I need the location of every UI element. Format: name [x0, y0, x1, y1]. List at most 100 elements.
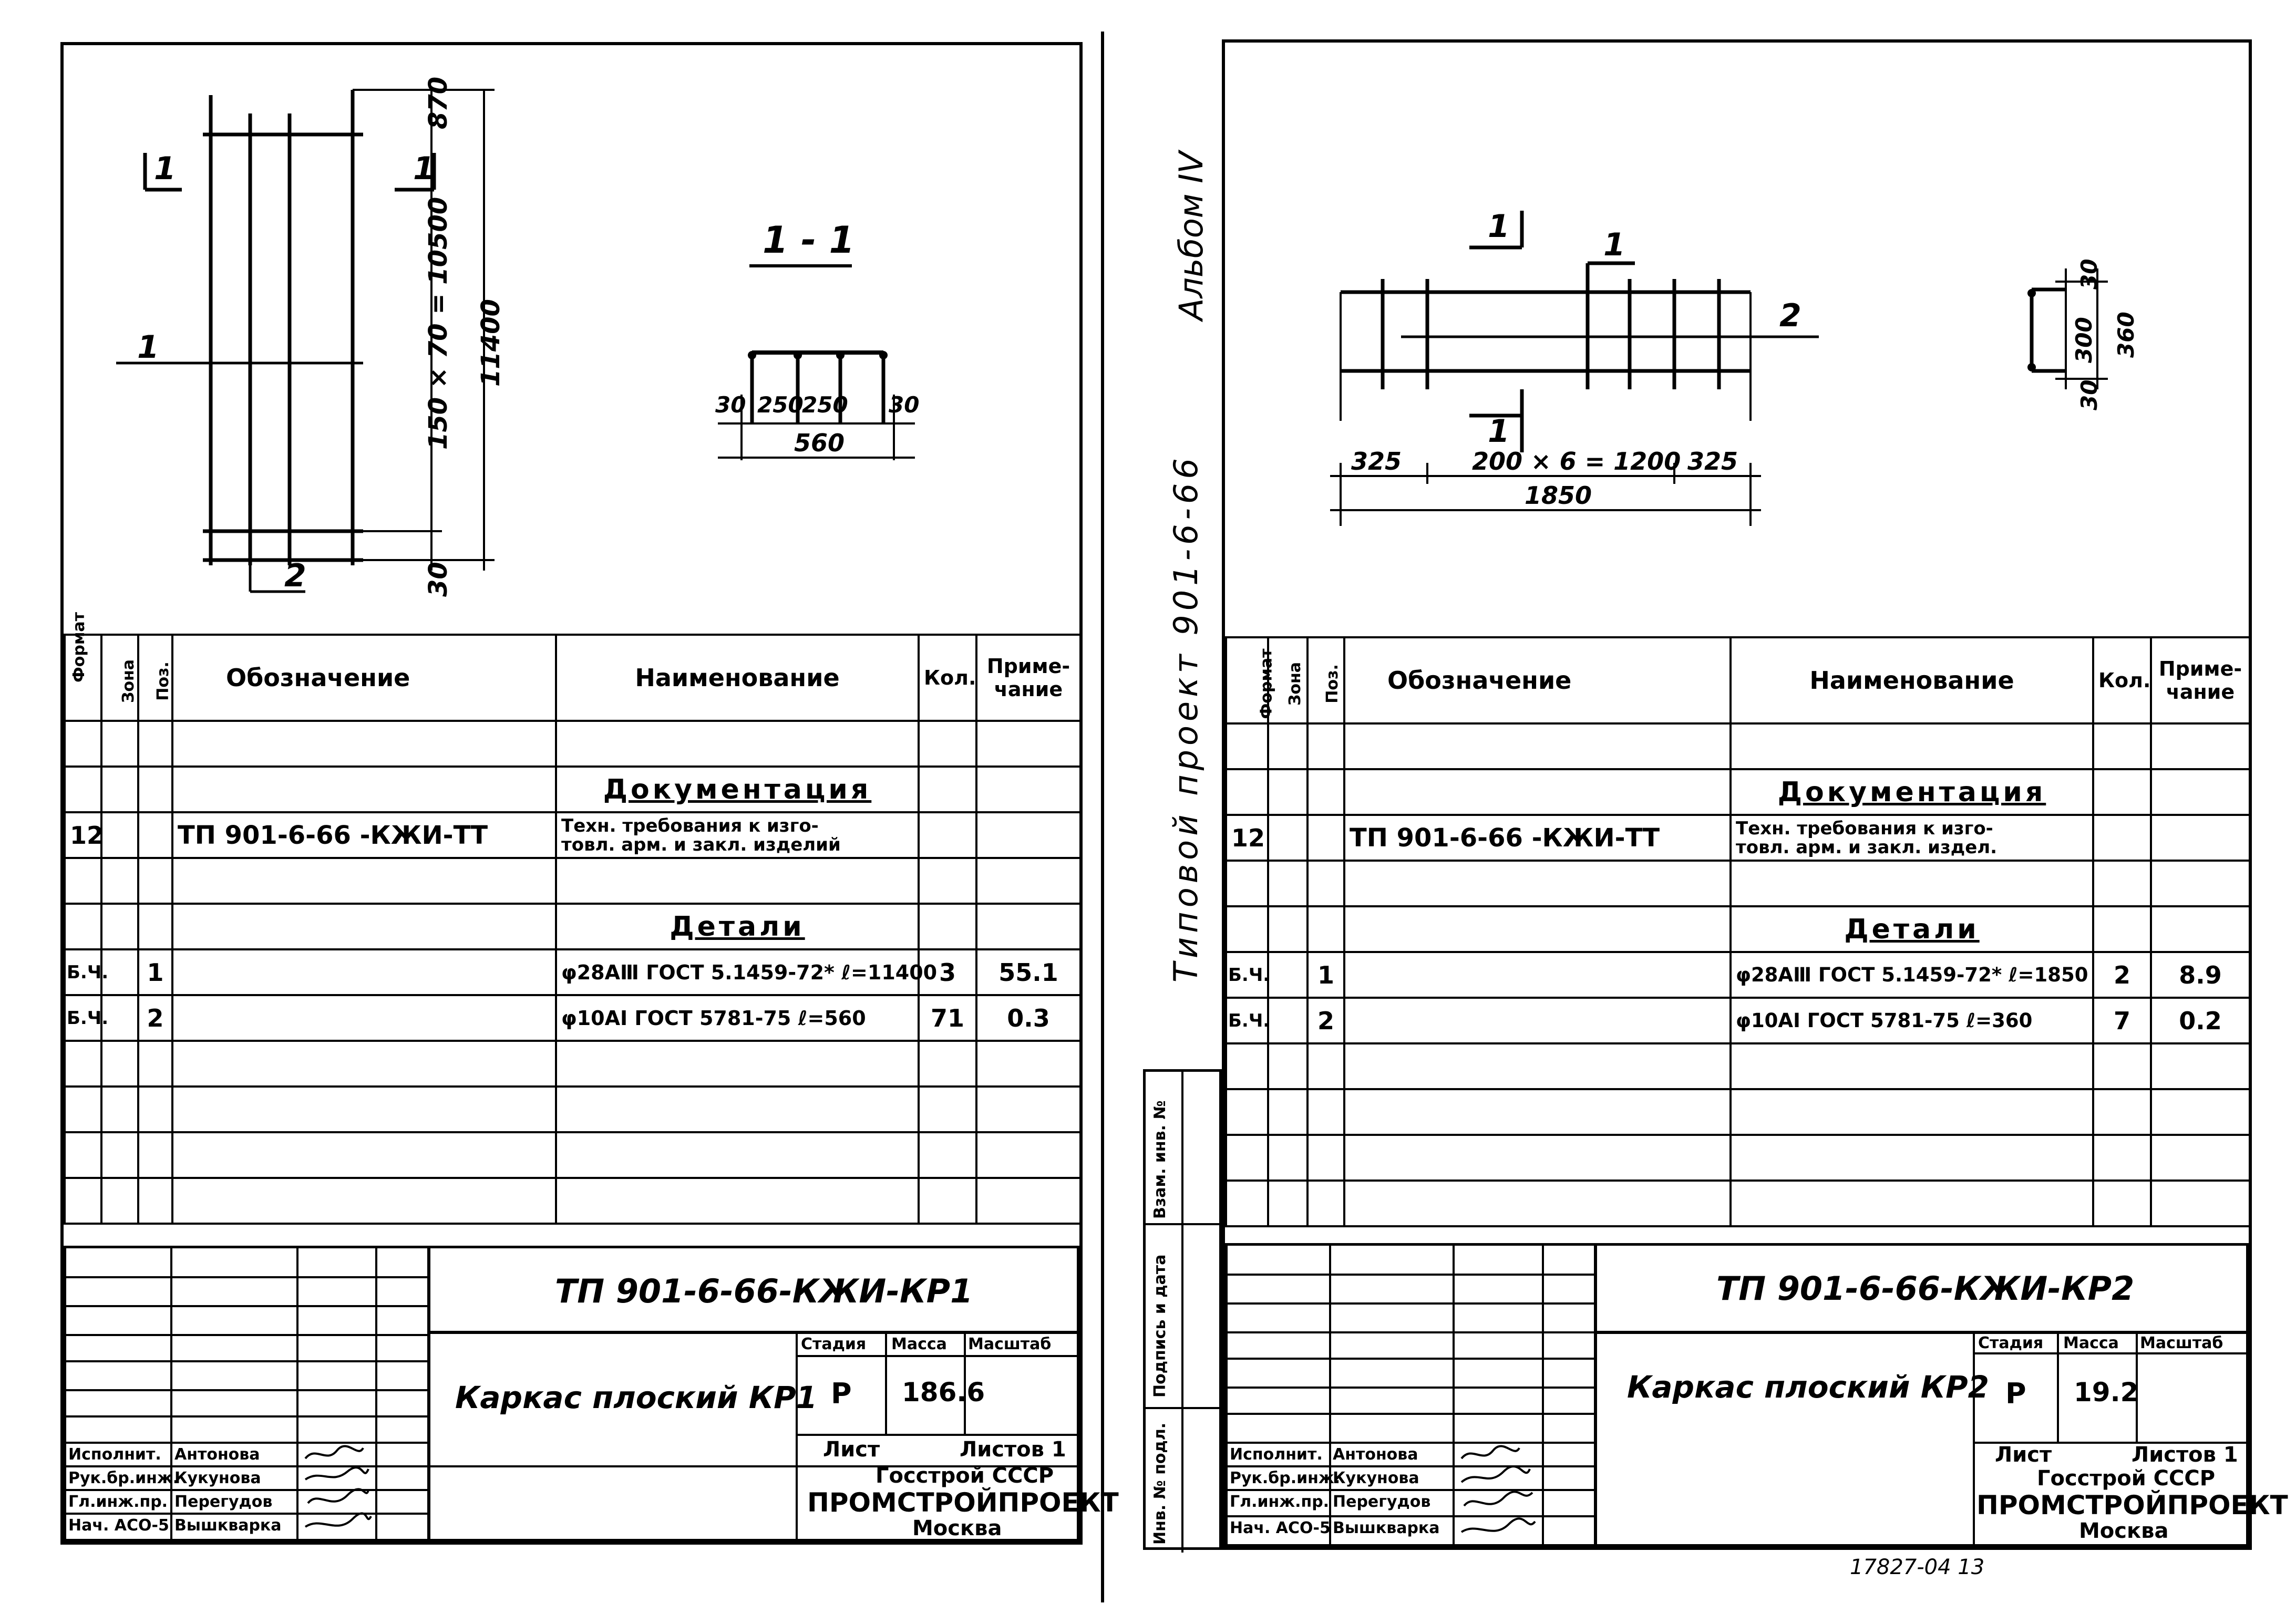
dim-middle: 200 × 6 = 1200 — [1472, 447, 1681, 475]
dim-middle: 150 × 70 = 10500 — [424, 196, 453, 450]
doc-row: 12 ТП 901-6-66 -КЖИ-ТТ Техн. требования … — [1225, 814, 2251, 862]
doc-section-title: Документация — [1729, 768, 2094, 816]
stage-label: Стадия — [801, 1335, 867, 1353]
doc-designation: ТП 901-6-66 -КЖИ-ТТ — [171, 811, 557, 859]
org-2: ПРОМСТРОЙПРОЕКТ — [1976, 1490, 2288, 1520]
doc-code: ТП 901-6-66-КЖИ-КР2 — [1716, 1269, 2135, 1308]
org-1: Госстрой СССР — [2037, 1466, 2216, 1491]
doc-name: Техн. требования к изго-товл. арм. и зак… — [1729, 814, 2094, 862]
doc-row: 12 ТП 901-6-66 -КЖИ-ТТ Техн. требования … — [64, 811, 1082, 859]
scale-label: Масштаб — [2140, 1334, 2223, 1352]
name-1: Антонова — [174, 1445, 260, 1464]
doc-section-row: Документация — [64, 765, 1082, 813]
doc-name: Техн. требования к изго-товл. арм. и зак… — [555, 811, 920, 859]
doc-section-title: Документация — [555, 765, 920, 813]
hdr-pos: Поз. — [1306, 636, 1345, 725]
role-3: Гл.инж.пр. — [68, 1493, 168, 1511]
parts-section-row: Детали — [64, 903, 1082, 950]
hdr-zone: Зона — [100, 634, 139, 722]
stage-value: Р — [831, 1377, 852, 1410]
name-3: Перегудов — [174, 1493, 273, 1511]
name-2: Кукунова — [1333, 1469, 1419, 1487]
sheet-label: Лист — [823, 1437, 880, 1462]
right-sheet: 1 1 1 2 325 200 × 6 = 1200 325 1850 30 3… — [1222, 39, 2288, 1550]
mass-value: 186.6 — [902, 1377, 985, 1408]
role-2: Рук.бр.инж. — [68, 1469, 179, 1487]
dim-top: 870 — [424, 76, 453, 129]
name-3: Перегудов — [1333, 1493, 1431, 1511]
mark-1-top: 1 — [1603, 226, 1625, 263]
hdr-designation: Обозначение — [1343, 636, 1732, 725]
mass-label: Масса — [891, 1335, 947, 1353]
side-stamp: Инв. № подл. Подпись и дата Взам. инв. № — [1143, 1069, 1224, 1553]
name-4: Вышкварка — [174, 1516, 282, 1535]
mark-1-top-right: 1 — [413, 150, 435, 187]
doc-code: ТП 901-6-66-КЖИ-КР1 — [555, 1272, 973, 1310]
hdr-name: Наименование — [1729, 636, 2094, 725]
right-spec-table: Формат Зона Поз. Обозначение Наименовани… — [1225, 636, 2251, 1227]
name-4: Вышкварка — [1333, 1519, 1440, 1537]
right-title-block: ТП 901-6-66-КЖИ-КР2 Каркас плоский КР2 С… — [1225, 1243, 2288, 1549]
mark-1-mid: 1 — [137, 329, 159, 366]
name-1: Антонова — [1333, 1445, 1418, 1464]
mass-value: 19.2 — [2074, 1377, 2139, 1408]
dim-left: 325 — [1351, 447, 1402, 475]
hdr-qty: Кол. — [2092, 636, 2152, 725]
dim-bottom: 30 — [424, 562, 453, 597]
table-row: Б.Ч. 1 φ28АⅢ ГОСТ 5.1459-72* ℓ=11400 3 5… — [64, 948, 1082, 996]
hdr-designation: Обозначение — [171, 634, 557, 722]
hdr-note: Приме-чание — [2150, 636, 2251, 725]
org-2: ПРОМСТРОЙПРОЕКТ — [807, 1487, 1119, 1518]
parts-section-row: Детали — [1225, 905, 2251, 953]
mark-2-bottom: 2 — [284, 557, 306, 594]
hdr-name: Наименование — [555, 634, 920, 722]
name-2: Кукунова — [174, 1469, 261, 1487]
role-2: Рук.бр.инж. — [1230, 1469, 1341, 1487]
hdr-qty: Кол. — [918, 634, 977, 722]
mass-label: Масса — [2063, 1334, 2119, 1352]
stage-value: Р — [2005, 1377, 2026, 1410]
dim-right: 325 — [1687, 447, 1738, 475]
footer-code: 17827-04 13 — [1850, 1555, 1985, 1579]
right-drawing — [1330, 211, 2108, 526]
org-3: Москва — [912, 1516, 1002, 1540]
org-1: Госстрой СССР — [876, 1464, 1054, 1488]
section-mark-label: 1 - 1 — [763, 219, 855, 262]
center-divider — [1101, 32, 1104, 1602]
parts-section-title: Детали — [1729, 905, 2094, 953]
doc-section-row: Документация — [1225, 768, 2251, 816]
role-1: Исполнит. — [1230, 1445, 1323, 1464]
side-label-sign: Подпись и дата — [1151, 1254, 1169, 1398]
doc-name: Каркас плоский КР2 — [1627, 1369, 1990, 1405]
mark-2: 2 — [1779, 297, 1801, 334]
signature-scribbles — [304, 1445, 372, 1528]
left-title-block: ТП 901-6-66-КЖИ-КР1 Каркас плоский КР1 С… — [64, 1246, 1119, 1544]
doc-name: Каркас плоский КР1 — [455, 1380, 818, 1415]
sec-dim-total: 360 — [2113, 312, 2139, 358]
sec-dim-c: 250 — [802, 392, 848, 418]
sec-dim-d: 30 — [889, 392, 920, 418]
sec-dim-top: 30 — [2076, 258, 2102, 289]
side-label-inv: Инв. № подл. — [1151, 1422, 1169, 1545]
sec-dim-mid: 300 — [2071, 317, 2097, 363]
sec-dim-b: 250 — [757, 392, 804, 418]
sec-dim-a: 30 — [715, 392, 746, 418]
dim-total: 11400 — [476, 299, 506, 387]
hdr-format: Формат — [1225, 636, 1276, 725]
parts-section-title: Детали — [555, 903, 920, 950]
sheets-label: Листов 1 — [960, 1437, 1066, 1462]
side-label-repl: Взам. инв. № — [1151, 1100, 1169, 1219]
table-row: Б.Ч. 1 φ28АⅢ ГОСТ 5.1459-72* ℓ=1850 2 8.… — [1225, 951, 2251, 999]
left-drawing — [116, 89, 915, 593]
sec-dim-bot: 30 — [2076, 379, 2102, 410]
mark-1-left: 1 — [1488, 208, 1510, 245]
hdr-pos: Поз. — [137, 634, 173, 722]
table-row: Б.Ч. 2 φ10АⅠ ГОСТ 5781-75 ℓ=360 7 0.2 — [1225, 997, 2251, 1044]
mark-1-top-left: 1 — [154, 150, 176, 187]
left-sheet: 1 - 1 1 1 1 2 870 150 × 70 = 10500 11400… — [60, 42, 1119, 1545]
project-label: Типовой проект 901-6-66 — [1167, 454, 1205, 982]
doc-designation: ТП 901-6-66 -КЖИ-ТТ — [1343, 814, 1732, 862]
hdr-format: Формат — [64, 612, 102, 722]
left-spec-table: Формат Зона Поз. Обозначение Наименовани… — [64, 612, 1082, 1225]
table-row: Б.Ч. 2 φ10АⅠ ГОСТ 5781-75 ℓ=560 71 0.3 — [64, 994, 1082, 1042]
